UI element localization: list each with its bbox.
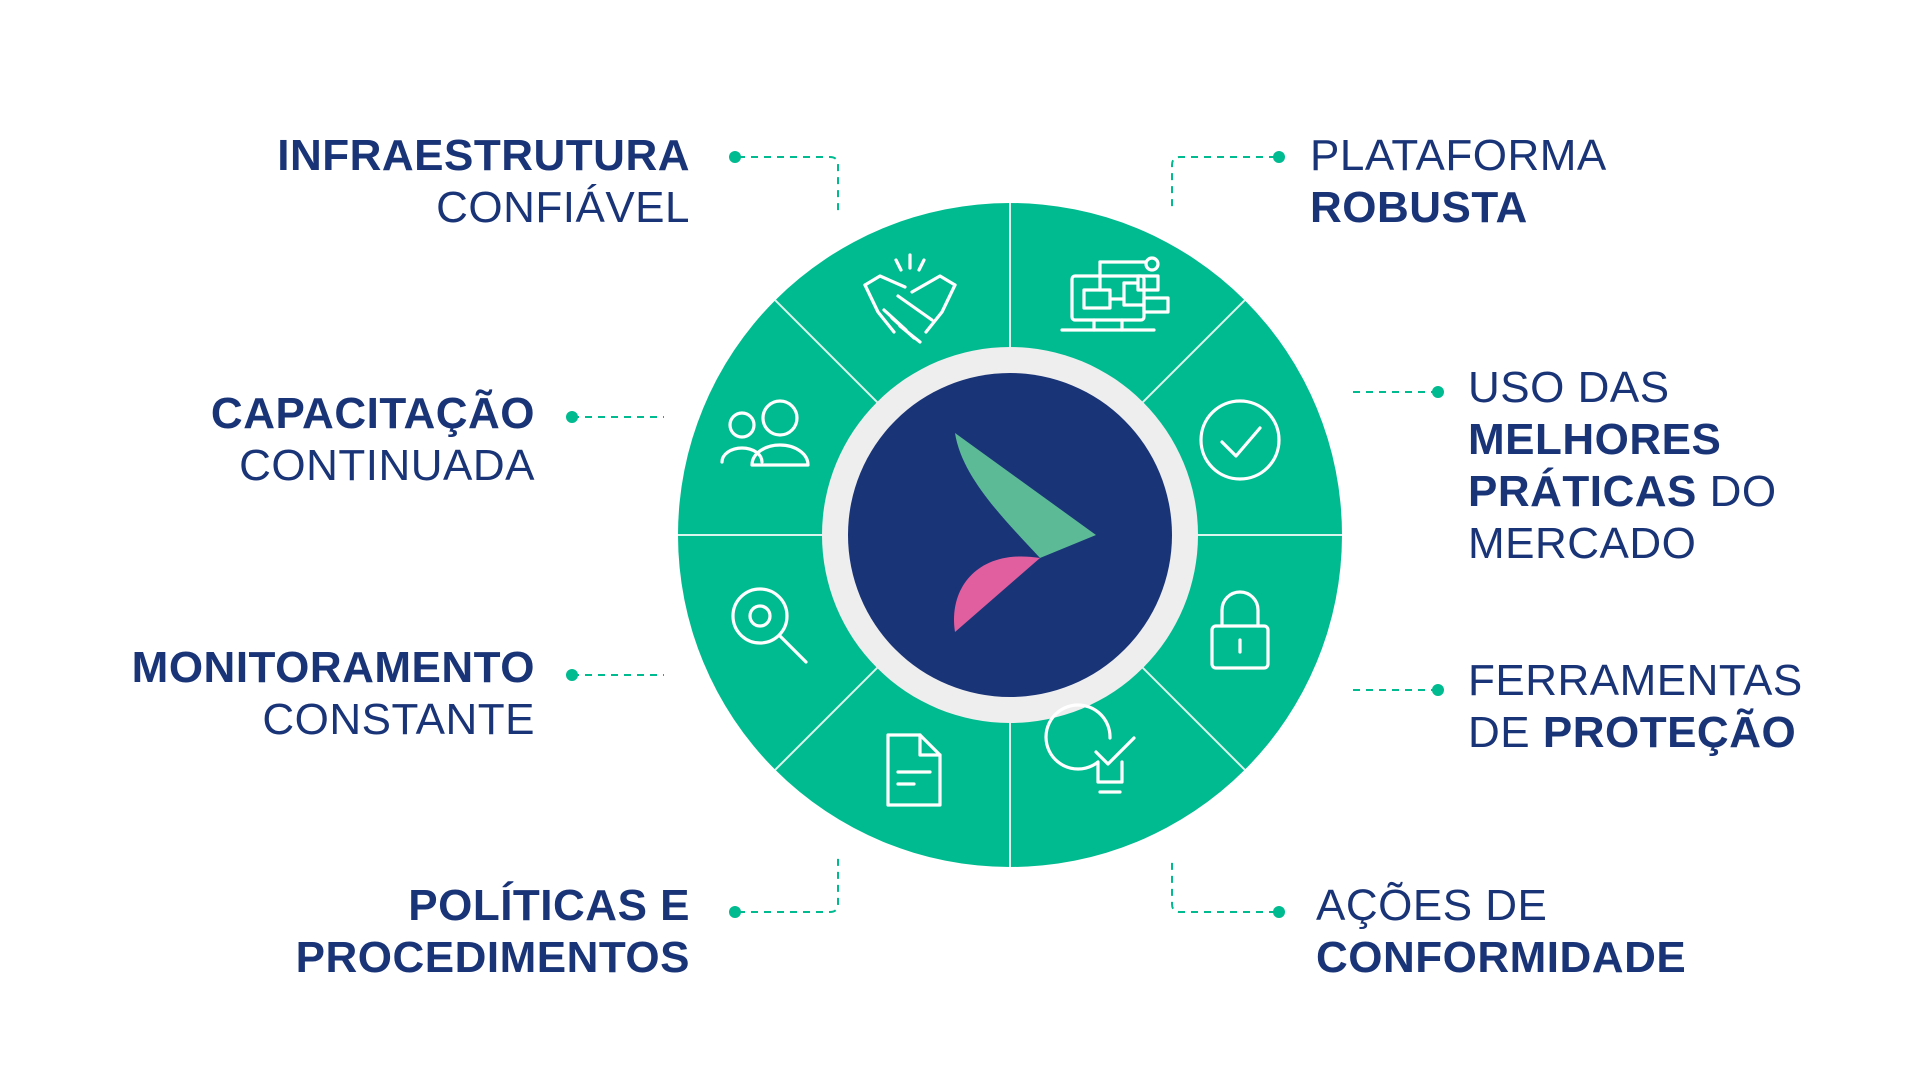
document-icon (886, 733, 942, 807)
center-disc (848, 373, 1172, 697)
label-melhores-l3-light: DO (1696, 467, 1777, 516)
connector-plataforma (1171, 156, 1276, 212)
label-ferramentas-l2-light: DE (1468, 708, 1543, 757)
label-melhores-l4: MERCADO (1468, 519, 1697, 568)
label-monitoramento-light: CONSTANTE (262, 695, 535, 744)
handshake-icon (863, 253, 957, 344)
label-melhores-praticas: USO DAS MELHORES PRÁTICAS DO MERCADO (1468, 362, 1777, 570)
label-melhores-l1: USO DAS (1468, 363, 1670, 412)
label-ferramentas-l2-bold: PROTEÇÃO (1542, 708, 1797, 757)
label-melhores-l2: MELHORES (1468, 415, 1722, 464)
users-icon (720, 399, 810, 467)
padlock-icon (1210, 590, 1270, 670)
label-infraestrutura-light: CONFIÁVEL (436, 183, 690, 232)
label-capacitacao: CAPACITAÇÃO CONTINUADA (211, 388, 535, 492)
label-monitoramento: MONITORAMENTO CONSTANTE (132, 642, 535, 746)
label-plataforma-light: PLATAFORMA (1310, 131, 1607, 180)
label-politicas-bold-1: POLÍTICAS E (408, 881, 690, 930)
magnifier-icon (731, 587, 808, 664)
label-infraestrutura: INFRAESTRUTURA CONFIÁVEL (277, 130, 690, 234)
label-capacitacao-bold: CAPACITAÇÃO (210, 389, 535, 438)
connector-infraestrutura (738, 156, 839, 212)
label-acoes: AÇÕES DE CONFORMIDADE (1316, 880, 1686, 984)
computer-flowchart-icon (1060, 256, 1170, 332)
connector-acoes (1171, 858, 1276, 913)
check-circle-icon (1199, 399, 1281, 481)
label-acoes-bold: CONFORMIDADE (1316, 933, 1687, 982)
label-acoes-light: AÇÕES DE (1316, 881, 1548, 930)
lightbulb-check-icon (1044, 703, 1136, 794)
label-plataforma: PLATAFORMA ROBUSTA (1310, 130, 1607, 234)
label-infraestrutura-bold: INFRAESTRUTURA (277, 131, 690, 180)
connector-dots (566, 151, 1444, 918)
label-ferramentas: FERRAMENTAS DE PROTEÇÃO (1468, 655, 1803, 759)
connector-politicas (738, 858, 839, 913)
connectors (572, 156, 1438, 913)
label-ferramentas-l1: FERRAMENTAS (1468, 656, 1803, 705)
play-arrow-logo-icon (954, 433, 1096, 632)
label-plataforma-bold: ROBUSTA (1310, 183, 1528, 232)
label-capacitacao-light: CONTINUADA (239, 441, 535, 490)
label-melhores-l3-bold: PRÁTICAS (1468, 467, 1697, 516)
label-politicas: POLÍTICAS E PROCEDIMENTOS (296, 880, 690, 984)
label-politicas-bold-2: PROCEDIMENTOS (295, 933, 690, 982)
label-monitoramento-bold: MONITORAMENTO (131, 643, 535, 692)
